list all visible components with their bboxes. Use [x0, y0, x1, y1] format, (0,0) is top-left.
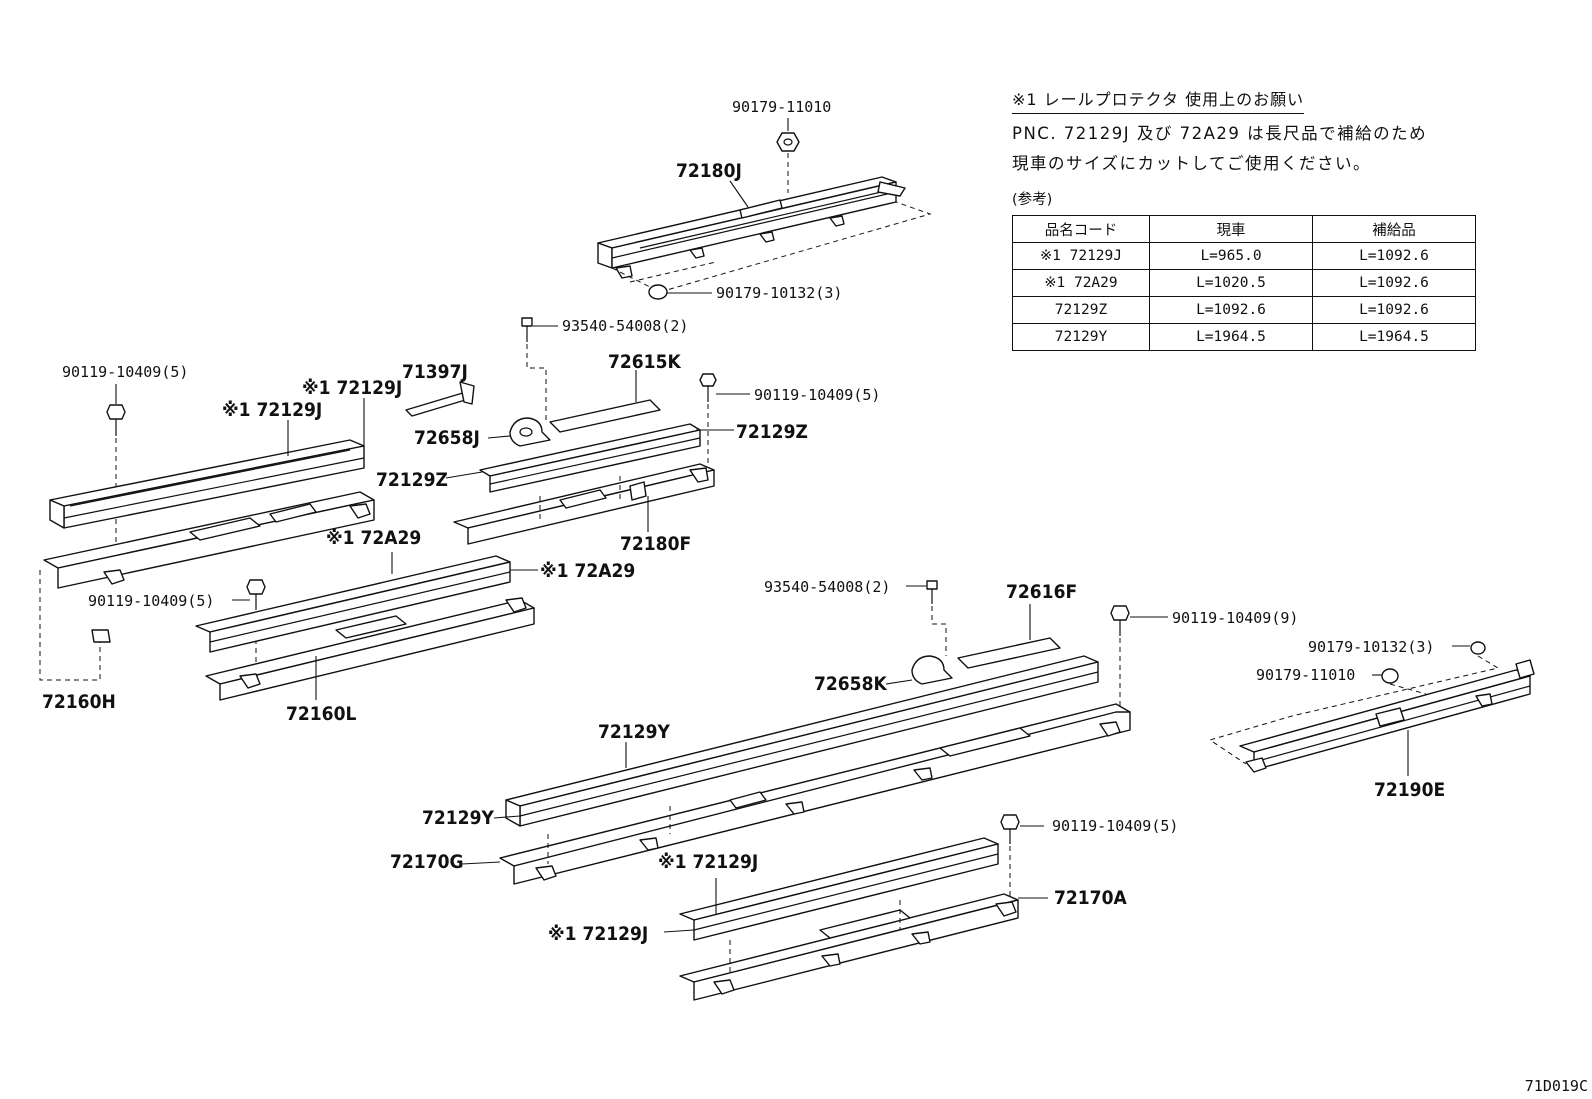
- nut-icon: [91, 629, 111, 643]
- part-label: 72616F: [1006, 581, 1077, 603]
- rail-assembly-72180J: [597, 118, 932, 300]
- part-label: 93540-54008(2): [562, 317, 688, 335]
- part-label: 93540-54008(2): [764, 578, 890, 596]
- figure-id: 71D019C: [1524, 1077, 1588, 1095]
- nut-icon: [776, 132, 800, 152]
- table-cell: L=1020.5: [1149, 269, 1313, 297]
- table-cell: L=965.0: [1149, 242, 1313, 270]
- nut-icon: [1381, 668, 1399, 684]
- part-label: 72190E: [1374, 779, 1445, 801]
- column-header: 品名コード: [1012, 215, 1150, 243]
- part-label: 72658K: [814, 673, 887, 695]
- table-row: ※1 72129J L=965.0 L=1092.6: [1012, 242, 1476, 270]
- part-label: 90179-10132(3): [1308, 638, 1434, 656]
- part-label: ※1 72A29: [540, 560, 635, 582]
- table-cell: 72129Y: [1012, 323, 1150, 351]
- plate-72615K: [549, 399, 661, 433]
- table-cell: L=1092.6: [1149, 296, 1313, 324]
- bolt-icon: [106, 404, 126, 420]
- table-cell: L=1092.6: [1312, 242, 1476, 270]
- part-label: 72129Z: [376, 469, 448, 491]
- note-title: ※1 レールプロテクタ 使用上のお願い: [1012, 86, 1305, 114]
- part-label: 72615K: [608, 351, 681, 373]
- screw-icon: [926, 580, 938, 590]
- part-label: ※1 72A29: [326, 527, 421, 549]
- part-label: 72160L: [286, 703, 356, 725]
- part-label: 72129Y: [598, 721, 670, 743]
- column-header: 現車: [1149, 215, 1313, 243]
- rail-assembly-72170G: [461, 580, 1168, 885]
- clip-72658K: [911, 655, 953, 685]
- part-label: 72129Y: [422, 807, 494, 829]
- part-label: 72180J: [676, 160, 742, 182]
- part-label: 90119-10409(5): [1052, 817, 1178, 835]
- table-cell: ※1 72A29: [1012, 269, 1150, 297]
- table-row: 72129Y L=1964.5 L=1964.5: [1012, 323, 1476, 351]
- bolt-icon: [246, 579, 266, 595]
- rail-assembly-72170A: [663, 814, 1048, 1001]
- reference-label: (参考): [1012, 192, 1053, 208]
- screw-icon: [521, 317, 533, 327]
- rail-assembly-72160: [39, 384, 538, 701]
- part-label: 90179-11010: [732, 98, 831, 116]
- note-line: 現車のサイズにカットしてご使用ください。: [1012, 154, 1372, 173]
- length-table: 品名コード 現車 補給品 ※1 72129J L=965.0 L=1092.6 …: [1012, 215, 1476, 351]
- table-row: 72129Z L=1092.6 L=1092.6: [1012, 296, 1476, 324]
- table-cell: 72129Z: [1012, 296, 1150, 324]
- part-label: ※1 72129J: [658, 851, 758, 873]
- table-row: ※1 72A29 L=1020.5 L=1092.6: [1012, 269, 1476, 297]
- bolt-icon: [699, 373, 717, 387]
- rail-assembly-72190E: [1208, 641, 1535, 776]
- part-label: 72180F: [620, 533, 691, 555]
- part-label: 90179-11010: [1256, 666, 1355, 684]
- table-cell: ※1 72129J: [1012, 242, 1150, 270]
- part-label: 72658J: [414, 427, 480, 449]
- table-header-row: 品名コード 現車 補給品: [1012, 215, 1476, 243]
- column-header: 補給品: [1312, 215, 1476, 243]
- nut-icon: [648, 284, 668, 300]
- bolt-icon: [1110, 605, 1130, 621]
- part-label: 71397J: [402, 361, 468, 383]
- part-label: ※1 72129J: [548, 923, 648, 945]
- table-cell: L=1092.6: [1312, 269, 1476, 297]
- part-label: 90119-10409(5): [88, 592, 214, 610]
- part-label: ※1 72129J: [302, 377, 402, 399]
- part-label: 72170A: [1054, 887, 1127, 909]
- part-label: 72160H: [42, 691, 116, 713]
- note-line: PNC. 72129J 及び 72A29 は長尺品で補給のため: [1012, 124, 1428, 143]
- table-cell: L=1092.6: [1312, 296, 1476, 324]
- usage-note: ※1 レールプロテクタ 使用上のお願い PNC. 72129J 及び 72A29…: [1012, 86, 1532, 351]
- rail-assembly-72180F: [405, 317, 750, 545]
- part-label: ※1 72129J: [222, 399, 322, 421]
- table-cell: L=1964.5: [1149, 323, 1313, 351]
- part-label: 72170G: [390, 851, 464, 873]
- plate-72616F: [957, 637, 1061, 669]
- table-cell: L=1964.5: [1312, 323, 1476, 351]
- nut-icon: [1470, 641, 1486, 655]
- part-label: 90119-10409(5): [754, 386, 880, 404]
- part-label: 90179-10132(3): [716, 284, 842, 302]
- part-label: 72129Z: [736, 421, 808, 443]
- part-label: 90119-10409(9): [1172, 609, 1298, 627]
- bolt-icon: [1000, 814, 1020, 830]
- part-label: 90119-10409(5): [62, 363, 188, 381]
- clip-72658J: [509, 417, 551, 447]
